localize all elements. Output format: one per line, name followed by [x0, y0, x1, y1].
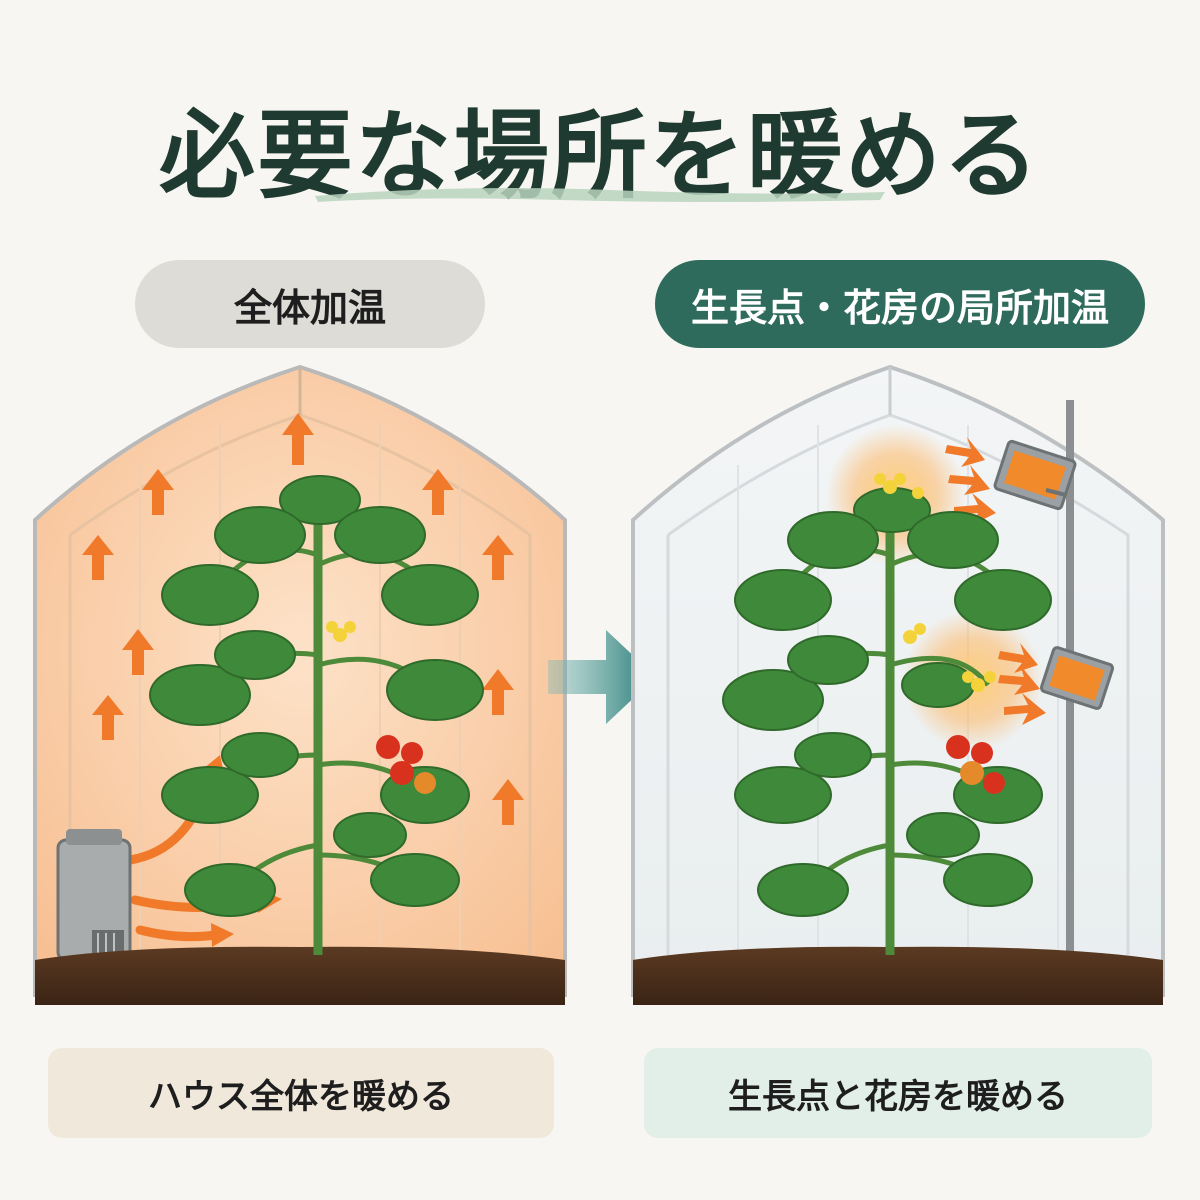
greenhouse-whole-heating	[33, 364, 567, 1005]
tomato-plant	[149, 475, 484, 955]
tomato-fruit-cluster	[376, 735, 436, 794]
title-underline-brush	[315, 188, 885, 202]
caption-local-heating: 生長点と花房を暖める	[644, 1048, 1152, 1138]
greenhouse-local-heating	[631, 364, 1165, 1005]
infrared-lamp-icon	[993, 439, 1077, 511]
flower	[326, 621, 356, 642]
greenhouse-frame	[631, 364, 1165, 997]
tomato-plant	[722, 473, 1052, 955]
soil	[35, 946, 565, 1005]
label-local-heating: 生長点・花房の局所加温	[655, 260, 1145, 348]
soil	[633, 946, 1163, 1005]
infrared-lamp-icon	[1039, 646, 1115, 710]
radiant-heat-arrows	[945, 437, 1046, 725]
greenhouse-frame	[33, 364, 567, 997]
caption-whole-heating: ハウス全体を暖める	[48, 1048, 554, 1138]
tomato-fruit-cluster	[946, 735, 1005, 794]
heat-arrows	[82, 413, 524, 825]
label-whole-heating: 全体加温	[135, 260, 485, 348]
right-arrow-icon	[548, 630, 656, 724]
flower	[874, 473, 996, 692]
heater-icon	[56, 829, 132, 962]
